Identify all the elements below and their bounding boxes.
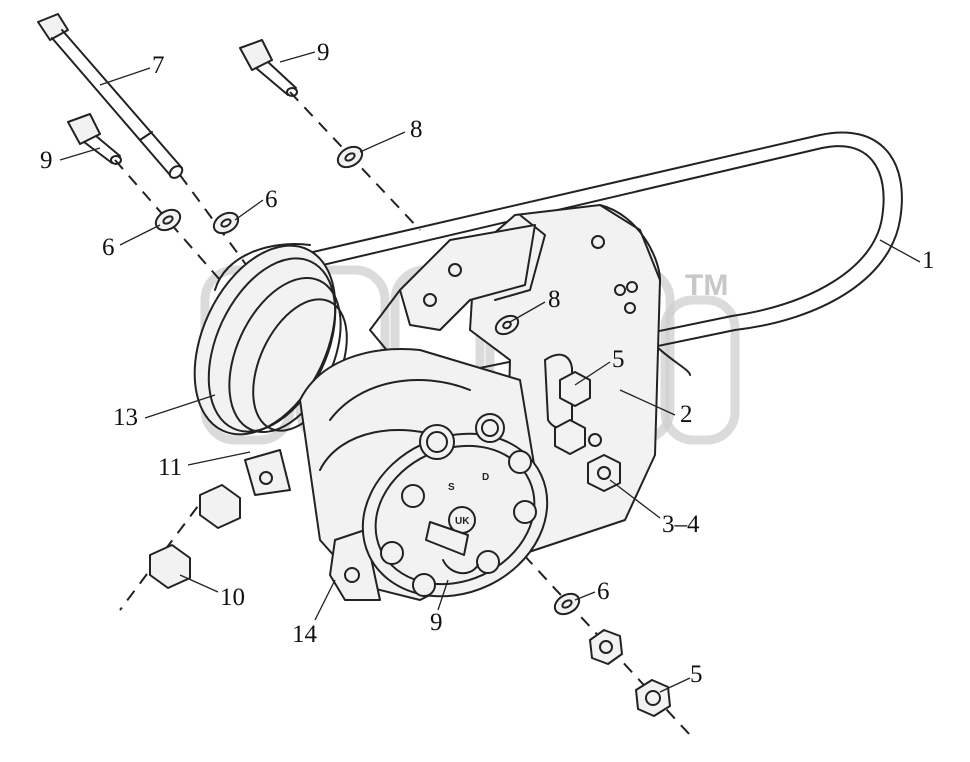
callout-1: 1 (922, 247, 935, 274)
ac-compressor: UK S D (244, 348, 549, 601)
callout-2: 2 (680, 401, 693, 428)
left-bolt (67, 113, 122, 165)
callout-5-bracket: 5 (612, 346, 625, 373)
callouts: 1 2 3–4 5 5 6 6 6 7 8 8 9 9 9 10 11 13 1… (40, 39, 935, 688)
callout-9-top: 9 (317, 39, 330, 66)
callout-11: 11 (158, 454, 182, 481)
callout-9-bottom: 9 (430, 609, 443, 636)
long-bolt (37, 13, 184, 179)
callout-6-left: 6 (102, 234, 115, 261)
bottom-nuts (589, 629, 671, 717)
callout-8-bracket: 8 (548, 286, 561, 313)
top-bolt (239, 39, 298, 97)
callout-7: 7 (152, 52, 165, 79)
watermark-trademark: TM (685, 269, 728, 302)
callout-8-top: 8 (410, 116, 423, 143)
callout-13: 13 (113, 404, 138, 431)
upper-bracket-arm (369, 224, 536, 361)
compressor-badge: UK (455, 516, 470, 527)
callout-6-bottom: 6 (597, 578, 610, 605)
suction-port-mark: S (448, 482, 455, 493)
callout-14: 14 (292, 621, 318, 648)
callout-9-left: 9 (40, 147, 53, 174)
callout-10: 10 (220, 584, 245, 611)
callout-3-4: 3–4 (662, 511, 700, 538)
leader-lines (59, 51, 921, 693)
discharge-port-mark: D (482, 472, 489, 483)
callout-5-bottom: 5 (690, 661, 703, 688)
callout-6-top: 6 (265, 186, 278, 213)
clutch-pulley (193, 243, 348, 436)
spacers (149, 484, 241, 589)
